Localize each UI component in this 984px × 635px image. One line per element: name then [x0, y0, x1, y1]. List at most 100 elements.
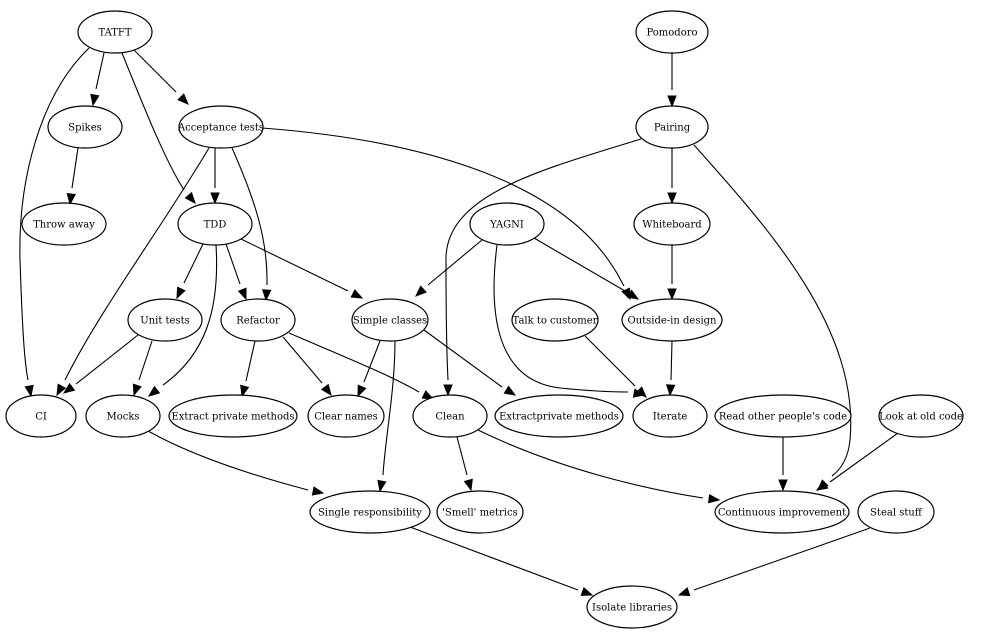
- edge-unittests-mocks: [132, 340, 153, 397]
- edge-tatft-spikes: [90, 52, 105, 107]
- node-label: Throw away: [33, 220, 95, 231]
- edge-line: [121, 52, 185, 191]
- edge-yagni-simpleclasses: [415, 239, 483, 297]
- edge-yagni-outsidein: [533, 237, 640, 300]
- node-ellipse: [177, 202, 253, 246]
- node-ellipse: [351, 298, 429, 342]
- node-ellipse: [511, 298, 599, 342]
- node-label: Read other people's code: [719, 412, 847, 423]
- edge-line: [282, 336, 323, 384]
- edge-whiteboard-outsidein: [667, 245, 677, 301]
- node-pomodoro: Pomodoro: [635, 10, 709, 54]
- edge-line: [693, 144, 852, 477]
- edge-line: [231, 147, 268, 286]
- edge-pairing-clean: [443, 138, 642, 397]
- node-contimprove: Continuous improvement: [714, 490, 850, 534]
- edge-unittests-ci: [62, 334, 139, 394]
- arrow-head-icon: [635, 386, 647, 398]
- node-tatft: TATFT: [77, 10, 153, 54]
- arrow-head-icon: [62, 382, 76, 394]
- node-yagni: YAGNI: [469, 202, 545, 246]
- node-label: Iterate: [653, 412, 688, 423]
- node-smell: 'Smell' metrics: [436, 490, 524, 534]
- graph-edges: [19, 47, 899, 597]
- arrow-head-icon: [443, 384, 453, 397]
- node-label: Mocks: [106, 412, 139, 423]
- arrow-head-icon: [320, 383, 332, 397]
- edge-refactor-extractprivate: [240, 340, 256, 398]
- node-label: Extract private methods: [171, 412, 294, 423]
- node-oldcode: Look at old code: [878, 394, 964, 438]
- node-ellipse: [127, 298, 203, 342]
- edge-pairing-whiteboard: [667, 148, 677, 205]
- edge-line: [427, 239, 483, 286]
- node-ellipse: [47, 105, 123, 149]
- node-readcode: Read other people's code: [714, 394, 852, 438]
- node-outsidein: Outside-in design: [621, 298, 723, 342]
- edge-line: [133, 49, 177, 93]
- edge-line: [382, 340, 396, 476]
- edge-mocks-singleresp: [147, 430, 325, 496]
- node-label: TATFT: [98, 28, 131, 39]
- arrow-head-icon: [626, 289, 640, 300]
- edge-pomodoro-pairing: [667, 53, 677, 108]
- node-label: Clear names: [314, 412, 378, 423]
- node-extractprivate2: Extractprivate methods: [494, 394, 624, 438]
- edge-line: [71, 147, 79, 189]
- node-whiteboard: Whiteboard: [633, 202, 711, 246]
- node-ellipse: [857, 490, 935, 534]
- node-throwaway: Throw away: [21, 202, 107, 246]
- node-iterate: Iterate: [632, 394, 708, 438]
- edge-simpleclasses-singleresp: [377, 340, 396, 493]
- edge-tdd-simpleclasses: [240, 238, 364, 299]
- node-label: CI: [35, 412, 47, 423]
- edge-line: [493, 244, 629, 393]
- arrow-head-icon: [132, 383, 142, 397]
- node-label: Look at old code: [879, 412, 963, 423]
- node-label: Unit tests: [140, 316, 189, 327]
- edge-readcode-contimprove: [778, 437, 788, 492]
- edge-line: [288, 332, 420, 393]
- arrow-head-icon: [66, 192, 77, 206]
- node-clean: Clean: [412, 394, 488, 438]
- edge-outsidein-iterate: [665, 340, 676, 397]
- edge-line: [75, 334, 139, 385]
- node-steal: Steal stuff: [857, 490, 935, 534]
- arrow-head-icon: [210, 192, 220, 205]
- node-label: Steal stuff: [870, 508, 923, 519]
- node-unittests: Unit tests: [127, 298, 203, 342]
- edge-refactor-clearnames: [282, 336, 332, 397]
- edge-refactor-clean: [288, 332, 435, 400]
- edge-line: [670, 340, 673, 381]
- arrow-head-icon: [665, 384, 676, 397]
- edge-spikes-throwaway: [66, 147, 79, 206]
- edge-oldcode-contimprove: [815, 432, 899, 491]
- arrow-head-icon: [778, 479, 788, 492]
- edge-acceptance-ci: [56, 147, 210, 397]
- node-clearnames: Clear names: [307, 394, 385, 438]
- edge-line: [456, 436, 468, 476]
- arrow-head-icon: [56, 383, 67, 397]
- node-ellipse: [714, 394, 852, 438]
- edge-line: [245, 340, 256, 382]
- arrow-head-icon: [90, 93, 100, 107]
- node-ellipse: [178, 105, 264, 149]
- edge-tatft-acceptance: [133, 49, 189, 105]
- node-acceptance: Acceptance tests: [177, 105, 264, 149]
- arrow-head-icon: [667, 95, 677, 108]
- arrow-head-icon: [350, 289, 364, 299]
- node-ellipse: [635, 10, 709, 54]
- arrow-head-icon: [815, 480, 829, 491]
- edge-clean-smell: [456, 436, 473, 492]
- arrow-head-icon: [421, 390, 435, 400]
- arrow-head-icon: [237, 287, 247, 301]
- node-ellipse: [412, 394, 488, 438]
- edge-tatft-ci: [19, 47, 90, 398]
- edge-line: [409, 526, 579, 591]
- edge-line: [533, 237, 626, 292]
- edge-steal-isolate: [677, 527, 871, 597]
- node-ellipse: [469, 202, 545, 246]
- arrow-head-icon: [667, 288, 677, 301]
- node-ellipse: [21, 202, 107, 246]
- node-ellipse: [621, 298, 723, 342]
